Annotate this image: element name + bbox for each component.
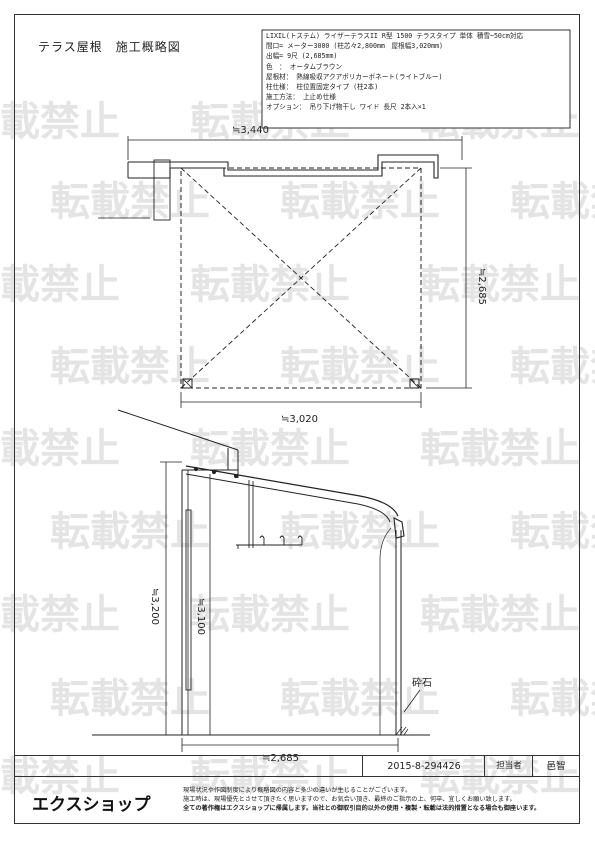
dimension-label: ≒3,440 [232,125,269,136]
watermark-text: 転載禁止 [420,262,580,308]
order-number: 2015-8-294426 [362,756,485,777]
side-view [92,409,430,752]
watermark-text: 転載禁止 [510,344,595,390]
brand-logo: エクスショップ [32,795,151,815]
watermark-text: 転載禁止 [50,676,210,722]
watermark-text: 転載禁止 [510,676,595,722]
dimension-label: ≒3,100 [195,598,206,635]
post-marker-x [409,378,420,389]
footer-row: 2015-8-294426 担当者 邑智 [14,755,580,777]
spec-line: 間口= メーター3000 (柱芯々2,800mm 屋根幅3,020mm) [266,42,444,51]
spec-box-border [261,29,571,129]
note-line: 全ての著作権はエクスショップに帰属します。当社との御取引目的以外の使用・複製・転… [183,805,541,812]
watermark-text: 転載禁止 [510,509,595,555]
wall-corner [153,159,171,221]
note-line: 現場状況や作図制度により概略図の内容と多少の違いが生じることがございます。 [183,787,412,794]
post-marker-x [182,378,193,389]
watermark-text: 転載禁止 [280,179,440,225]
spec-line: 柱仕様： 柱位置固定タイプ (柱2本) [266,83,379,92]
footer-notes: 現場状況や作図制度により概略図の内容と多少の違いが生じることがございます。 施工… [183,786,575,813]
dimension-label: ≒2,685 [476,268,487,305]
watermark-text: 転載禁止 [0,754,120,800]
gravel-leader [403,689,421,713]
dimension-label: ≒3,200 [149,588,160,625]
spec-line: 屋根材： 熱線吸収アクアポリカーボネート(ライトブルー) [266,72,443,81]
spec-box: LIXIL(トステム) ライザーテラスII R型 1500 テラスタイプ 単体 … [262,30,570,128]
watermark-text: 転載禁止 [190,262,350,308]
dimension-label: ≒3,020 [281,414,318,425]
watermark-text: 転載禁止 [420,426,580,472]
gravel-label: 砕石 [412,677,432,689]
watermark-text: 転載禁止 [0,99,120,145]
watermark-text: 転載禁止 [50,509,210,555]
gutter [393,517,405,539]
watermark-text: 転載禁止 [0,262,120,308]
watermark-text: 転載禁止 [280,509,440,555]
gravel-hatch [395,726,409,736]
house-wall-outline [128,154,439,179]
house-eave-line [117,409,239,451]
note-line: 施工時は、現場優先とさせて頂きたく思いますので、お気合い頂き、最終のご指示の上、… [183,796,516,803]
watermark-text: 転載禁止 [420,592,580,638]
watermark-text: 転載禁止 [0,592,120,638]
spec-line: 施工方法： 上止め仕様 [266,93,336,102]
roof-panel-underside [185,473,391,523]
spec-line: 色 ： オータムブラウン [266,62,343,71]
spec-line: オプション： 吊り下げ物干し ワイド 長尺 2本入×1 [266,103,426,112]
roof-fixing [233,473,239,479]
watermark-text: 転載禁止 [420,754,580,800]
roof-outline-dashed [180,167,422,389]
roof-fixing [193,466,199,472]
beam-bracket [379,527,392,735]
drawing-frame [14,14,580,824]
page-title: テラス屋根 施工概略図 [38,40,181,54]
person-label: 担当者 [484,756,533,777]
wall-opening [185,509,192,691]
dimension-label: ≒2,685 [262,753,299,764]
person-name: 邑智 [532,756,579,777]
watermark-text: 転載禁止 [190,426,350,472]
watermark-text: 転載禁止 [0,426,120,472]
hanger-hook [237,535,303,549]
watermark-text: 転載禁止 [510,179,595,225]
post-marker [182,378,193,389]
spec-line: 出幅= 9尺 (2,685mm) [266,52,338,61]
roof-fixing [211,469,217,475]
watermark-text: 転載禁止 [190,592,350,638]
spec-line: LIXIL(トステム) ライザーテラスII R型 1500 テラスタイプ 単体 … [266,32,524,40]
watermark-text: 転載禁止 [50,179,210,225]
roof-diagonal [180,167,422,389]
roof-panel [185,465,399,517]
plan-view [98,136,472,408]
post-marker [409,378,420,389]
watermark-text: 転載禁止 [190,754,350,800]
